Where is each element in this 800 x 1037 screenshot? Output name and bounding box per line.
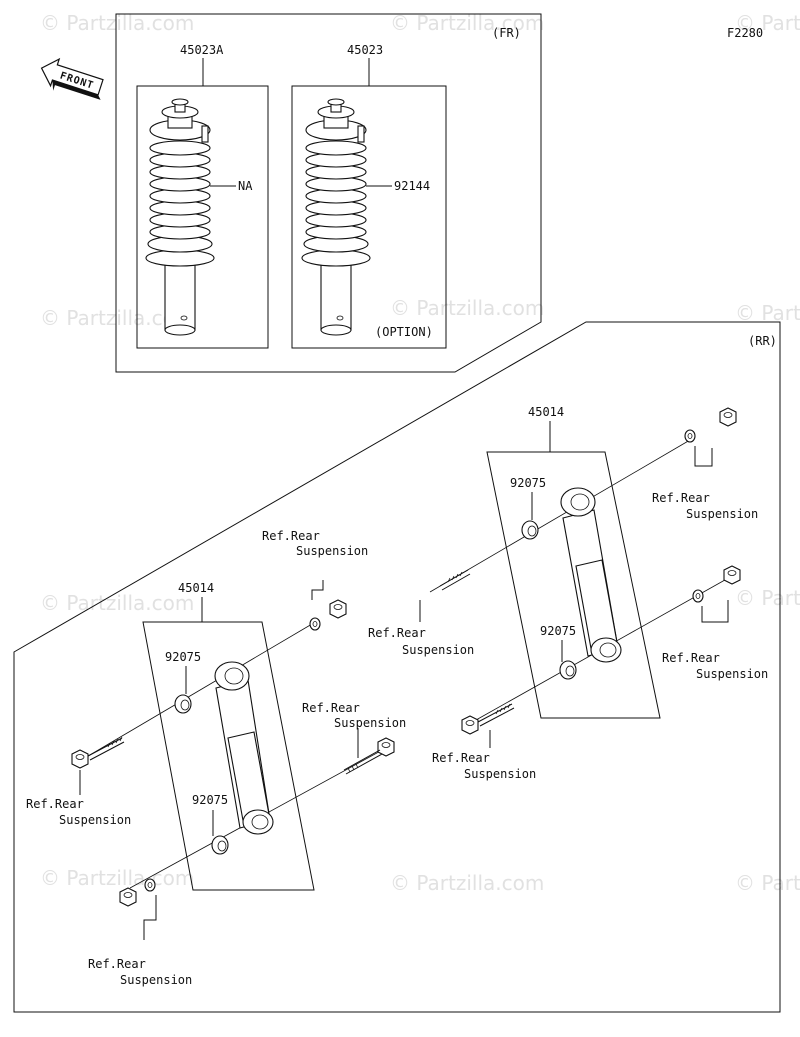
rear-right-ref-upperbolt-line1: Ref.Rear bbox=[368, 626, 426, 640]
rear-right-ref-lowerbolt-line1: Ref.Rear bbox=[432, 751, 490, 765]
watermark: © Partzilla.com bbox=[390, 11, 544, 35]
rear-left-ref-lowerbolt-line1: Ref.Rear bbox=[302, 701, 360, 715]
watermark: © Partzilla.com bbox=[735, 586, 800, 610]
front-arrow: FRONT bbox=[40, 57, 104, 100]
front-shock-right bbox=[301, 98, 371, 336]
rear-right-ref-upper-line2: Suspension bbox=[686, 507, 758, 521]
rear-right-bushing-lower: 92075 bbox=[540, 624, 576, 638]
watermark: © Partzilla.com bbox=[735, 301, 800, 325]
rear-left-lower-bolt bbox=[343, 737, 395, 775]
rear-left-assembly: 45014 92075 92075 bbox=[26, 529, 406, 987]
watermark: © Partzilla.com bbox=[735, 871, 800, 895]
rear-section: (RR) 45014 92075 92075 bbox=[13, 321, 781, 1013]
rear-right-ref-lower-line1: Ref.Rear bbox=[662, 651, 720, 665]
rear-right-shock bbox=[560, 487, 622, 663]
front-section-frame bbox=[115, 13, 542, 373]
rear-right-ref-lower-line2: Suspension bbox=[696, 667, 768, 681]
watermark: © Partzilla.com bbox=[390, 871, 544, 895]
right-callout: 92144 bbox=[394, 179, 430, 193]
rear-left-ref-lower-line2: Suspension bbox=[120, 973, 192, 987]
watermark: © Partzilla.com bbox=[40, 11, 194, 35]
rear-right-part-number: 45014 bbox=[528, 405, 564, 419]
rear-left-ref-lower-line1: Ref.Rear bbox=[88, 957, 146, 971]
rear-section-title: (RR) bbox=[748, 334, 777, 348]
watermark: © Partzilla.com bbox=[40, 866, 194, 890]
left-part-number: 45023A bbox=[180, 43, 224, 57]
rear-right-upper-bolt bbox=[439, 569, 471, 591]
rear-section-frame bbox=[13, 321, 781, 1013]
rear-left-ref-upper-line2: Suspension bbox=[296, 544, 368, 558]
front-section-title: (FR) bbox=[492, 26, 521, 40]
front-section: (FR) 45023A 45023 (OPTION) NA bbox=[115, 13, 542, 373]
rear-right-assembly: 45014 92075 92075 bbox=[368, 405, 768, 781]
rear-left-box bbox=[142, 621, 315, 891]
watermark: © Partzilla.com bbox=[735, 11, 800, 35]
rear-right-ref-upper-line1: Ref.Rear bbox=[652, 491, 710, 505]
rear-left-ref-lowerbolt-line2: Suspension bbox=[334, 716, 406, 730]
rear-left-upper-bolt bbox=[71, 736, 125, 769]
rear-left-shock bbox=[214, 661, 274, 835]
watermark: © Partzilla.com bbox=[40, 591, 194, 615]
rear-left-ref-upper-line1: Ref.Rear bbox=[262, 529, 320, 543]
rear-left-part-number: 45014 bbox=[178, 581, 214, 595]
front-shock-left bbox=[145, 98, 215, 336]
rear-right-lower-bolt bbox=[461, 703, 515, 735]
rear-left-bushing-upper: 92075 bbox=[165, 650, 201, 664]
watermark-layer: © Partzilla.com © Partzilla.com © Partzi… bbox=[40, 11, 800, 895]
rear-right-ref-upperbolt-line2: Suspension bbox=[402, 643, 474, 657]
option-note: (OPTION) bbox=[375, 325, 433, 339]
rear-right-ref-lowerbolt-line2: Suspension bbox=[464, 767, 536, 781]
figure-id: F2280 bbox=[727, 26, 763, 40]
watermark: © Partzilla.com bbox=[390, 296, 544, 320]
rear-left-ref-bolt-line1: Ref.Rear bbox=[26, 797, 84, 811]
rear-right-bushing-upper: 92075 bbox=[510, 476, 546, 490]
rear-right-box bbox=[486, 451, 661, 719]
right-part-number: 45023 bbox=[347, 43, 383, 57]
rear-left-ref-bolt-line2: Suspension bbox=[59, 813, 131, 827]
left-callout: NA bbox=[238, 179, 253, 193]
rear-left-bushing-lower: 92075 bbox=[192, 793, 228, 807]
